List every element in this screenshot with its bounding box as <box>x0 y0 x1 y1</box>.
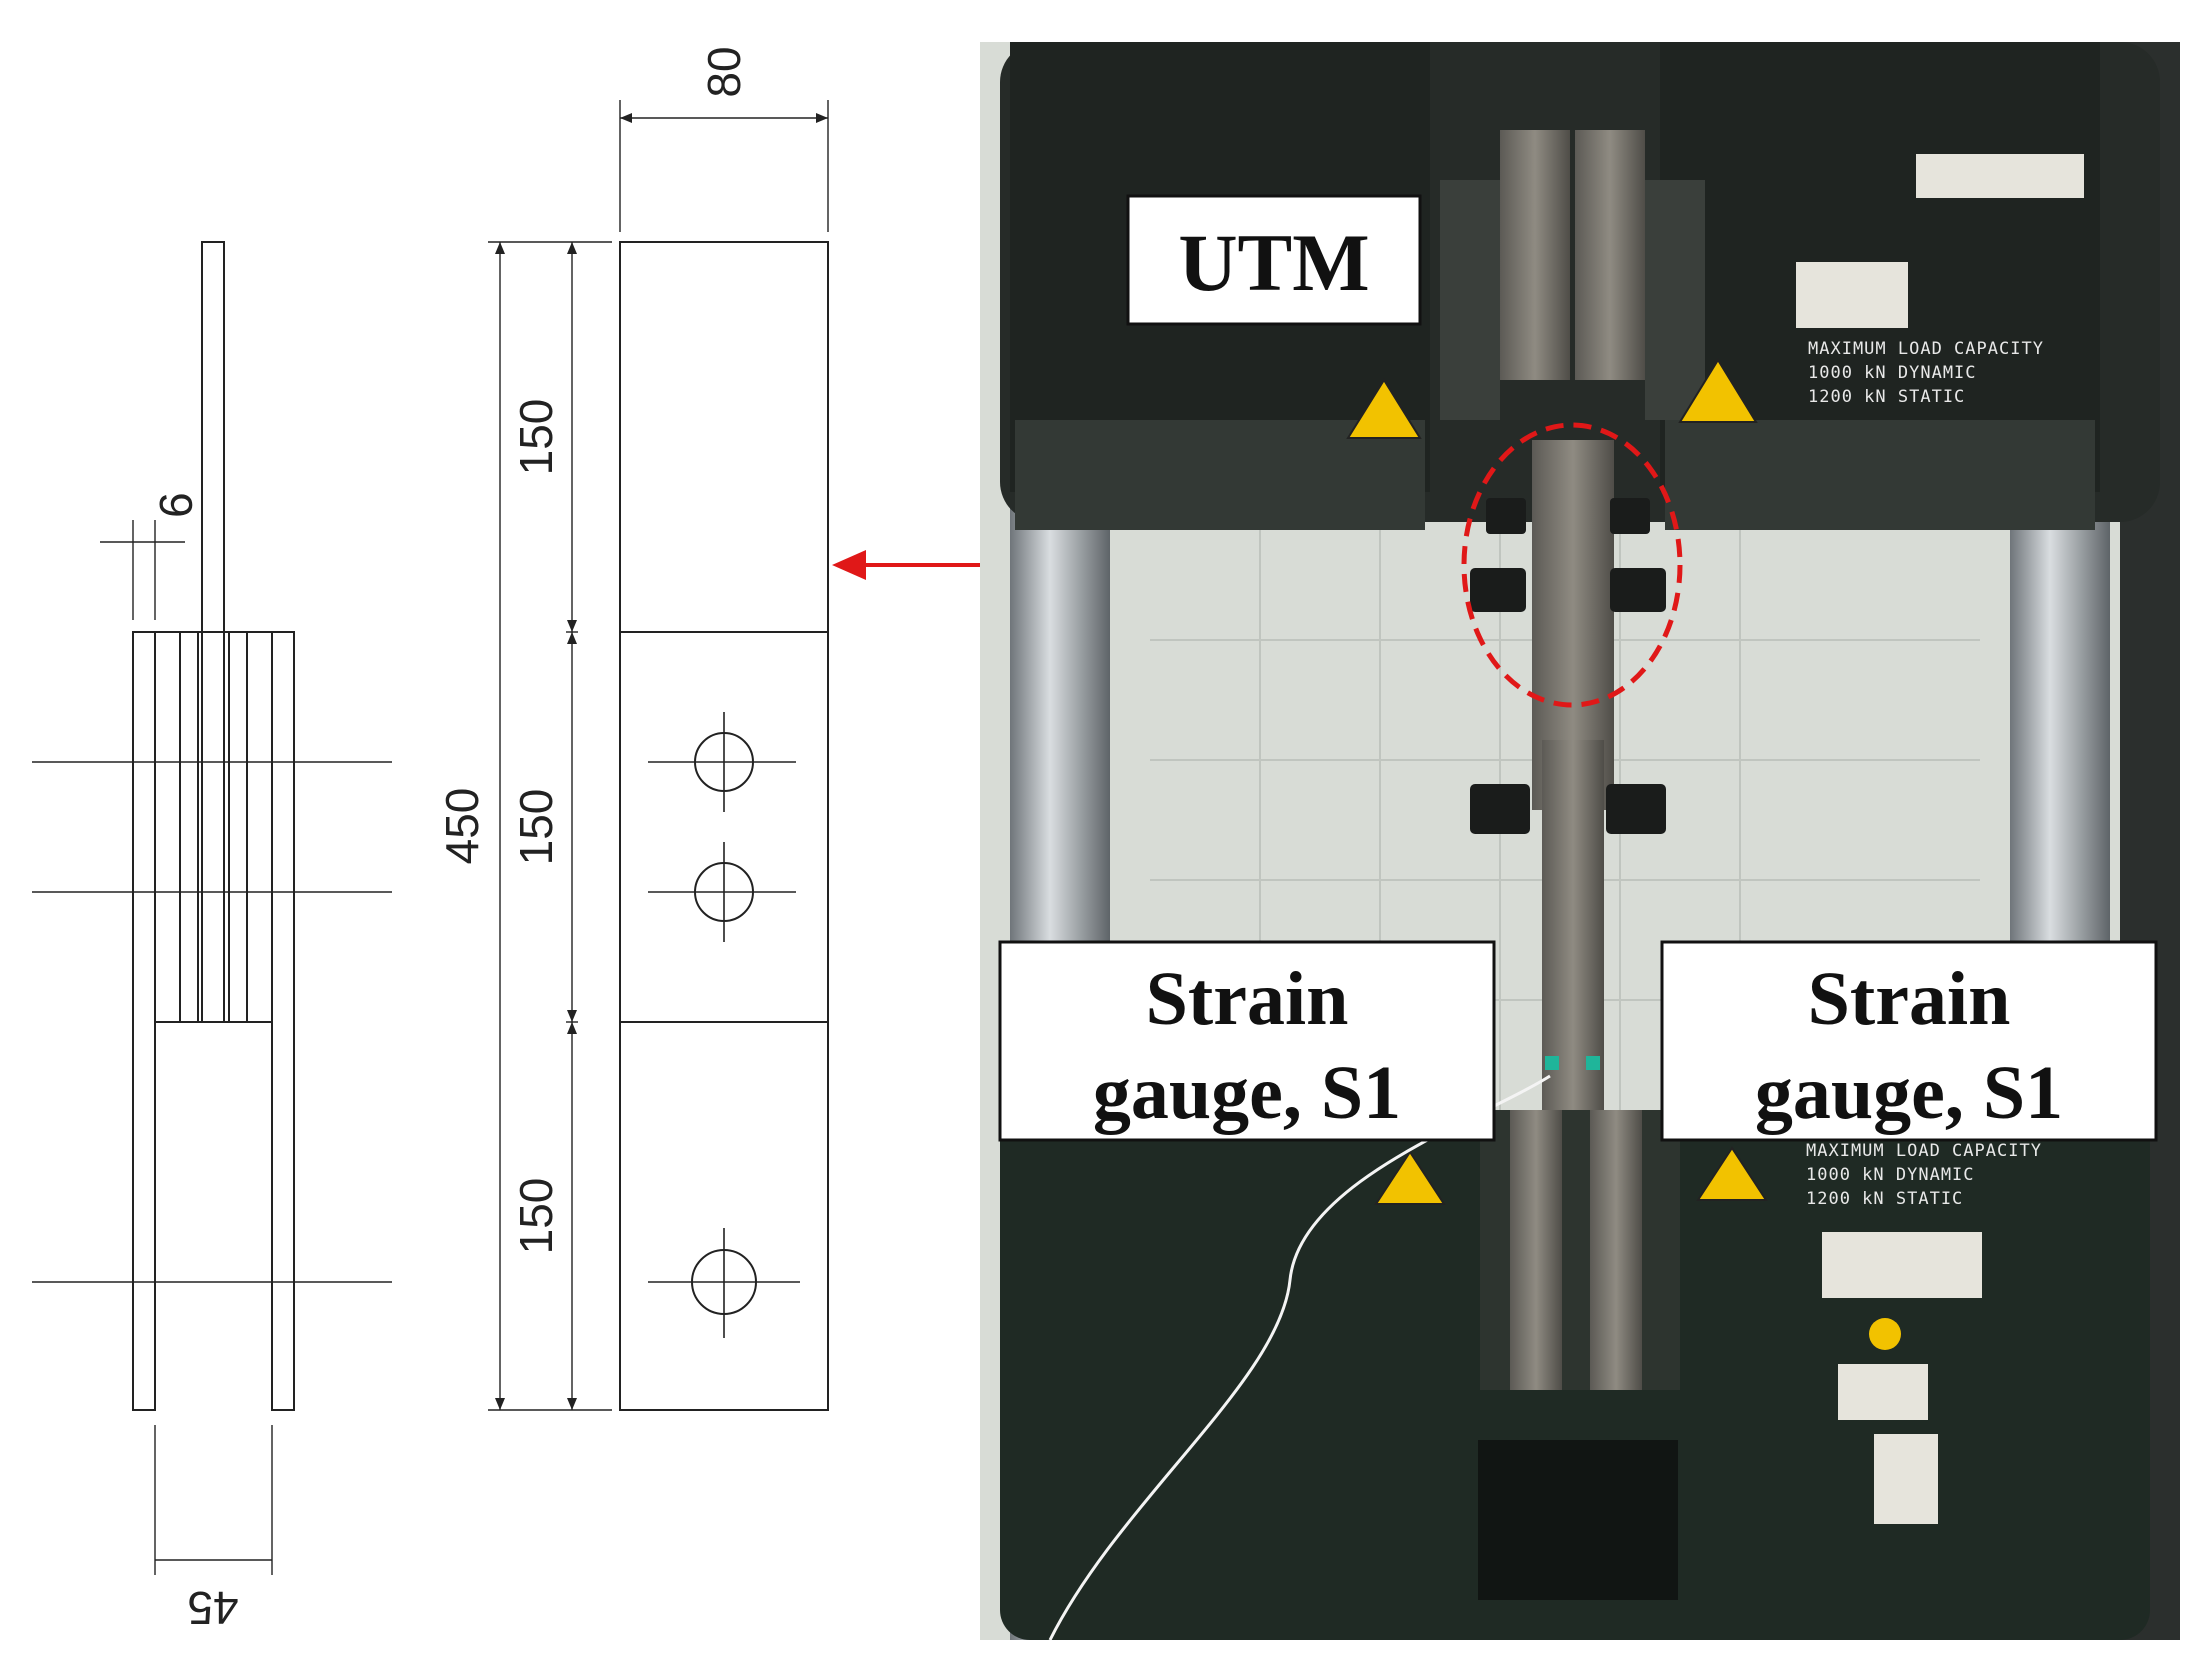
warning-sign-upper-right <box>1678 358 1758 423</box>
warning-sign-lower-left <box>1374 1150 1446 1205</box>
dim-segment-top: 150 <box>510 399 562 476</box>
utm-label: UTM <box>1178 217 1369 308</box>
strain-gauge-label-right: Strain gauge, S1 <box>1660 940 2158 1142</box>
warning-sign-lower-right <box>1696 1146 1768 1201</box>
specimen-outline <box>619 241 829 1411</box>
side-view-drawing <box>32 241 392 1575</box>
dim-width-top: 80 <box>698 46 750 97</box>
lower-plate-line3: 1200 kN STATIC <box>1806 1189 1963 1209</box>
dim-total-height: 450 <box>436 788 488 865</box>
utm-photo: MAXIMUM LOAD CAPACITY 1000 kN DYNAMIC 12… <box>980 42 2180 1640</box>
upper-plate-line3: 1200 kN STATIC <box>1808 387 1965 407</box>
dim-plate-thickness: 9 <box>150 492 202 518</box>
utm-label-box: UTM <box>1126 194 1422 326</box>
center-tab <box>201 241 225 633</box>
inner-plate-left <box>154 631 181 1023</box>
inner-plate-right <box>246 631 273 1023</box>
strain-gauge-left-line2: gauge, S1 <box>1093 1051 1401 1135</box>
lower-plate-line1: MAXIMUM LOAD CAPACITY <box>1806 1141 2042 1161</box>
front-view-drawing <box>488 100 829 1411</box>
outer-plate-right <box>271 631 295 1411</box>
highlight-circle <box>1461 422 1683 708</box>
lower-plate-line2: 1000 kN DYNAMIC <box>1806 1165 1975 1185</box>
strain-gauge-left-line1: Strain <box>1146 957 1349 1041</box>
strain-gauge-right-line1: Strain <box>1808 957 2011 1041</box>
dim-segment-mid: 150 <box>510 789 562 866</box>
outer-plate-left <box>132 631 156 1411</box>
upper-plate-line1: MAXIMUM LOAD CAPACITY <box>1808 339 2044 359</box>
strain-gauge-label-left: Strain gauge, S1 <box>998 940 1496 1142</box>
upper-plate-line2: 1000 kN DYNAMIC <box>1808 363 1977 383</box>
dim-gap-width: 45 <box>187 1582 238 1634</box>
strain-gauge-right-line2: gauge, S1 <box>1755 1051 2063 1135</box>
warning-sign-upper-left <box>1346 378 1422 439</box>
dim-segment-bottom: 150 <box>510 1178 562 1255</box>
